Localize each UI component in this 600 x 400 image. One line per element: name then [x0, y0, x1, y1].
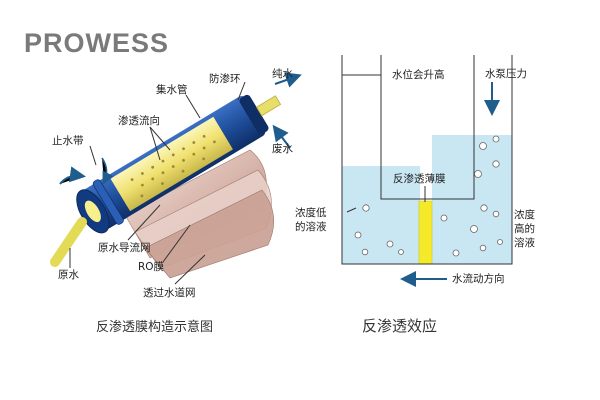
- label-ro-film: 反渗透薄膜: [393, 172, 446, 185]
- label-ro-membrane: RO膜: [138, 261, 165, 273]
- bubbles: [354, 135, 503, 257]
- label-water-stop-band: 止水带: [52, 135, 84, 147]
- pure-water-arrow: [274, 72, 302, 88]
- membrane-core: [110, 116, 233, 212]
- label-high-conc-1: 浓度: [514, 208, 535, 221]
- caption-right: 反渗透效应: [362, 317, 437, 335]
- label-low-conc-1: 浓度低: [295, 206, 327, 219]
- label-pure-water: 纯水: [272, 67, 293, 80]
- raw-water-pipe: [50, 217, 87, 267]
- label-waste-water: 废水: [272, 142, 293, 155]
- caption-left: 反渗透膜构造示意图: [96, 319, 213, 335]
- ro-film: [418, 200, 433, 265]
- ro-membrane-structure: 防渗环 纯水 集水管 渗透流向 废水 止水带 原水导流网 RO膜 原水 透过水道…: [50, 67, 302, 335]
- reverse-osmosis-effect: 水位会升高 水泵压力 反渗透薄膜 浓度低 的溶液 浓度 高的 溶液 水流动方向 …: [295, 55, 535, 335]
- collector-pipe-end: [84, 200, 101, 223]
- collector-pipe: [256, 95, 282, 117]
- label-collector-pipe: 集水管: [156, 83, 188, 96]
- brand-logo: PROWESS: [24, 28, 169, 58]
- label-pump-pressure: 水泵压力: [485, 67, 527, 80]
- label-anti-seep-ring: 防渗环: [209, 72, 241, 85]
- label-flow-direction: 水流动方向: [452, 272, 505, 285]
- membrane-sheets: [124, 149, 275, 279]
- leader-lines-left: [69, 81, 246, 285]
- water-stop-band: [92, 179, 124, 225]
- label-high-conc-3: 溶液: [514, 236, 535, 249]
- label-raw-water-guide-net: 原水导流网: [98, 241, 151, 254]
- label-permeate-channel-net: 透过水道网: [143, 286, 196, 299]
- container-outer: [341, 55, 513, 265]
- raw-water-in-arrow: [59, 166, 86, 185]
- waste-water-arrow: [272, 124, 291, 149]
- swirl-arrow: [101, 157, 115, 185]
- container-inner: [380, 55, 475, 200]
- label-high-conc-2: 高的: [514, 222, 535, 235]
- anti-seep-ring: [239, 94, 269, 135]
- leader-lines-right: [346, 186, 426, 213]
- label-water-level-rise: 水位会升高: [392, 68, 445, 81]
- label-low-conc-2: 的溶液: [295, 220, 327, 233]
- label-permeate-flow: 渗透流向: [118, 114, 160, 127]
- label-raw-water: 原水: [58, 269, 79, 281]
